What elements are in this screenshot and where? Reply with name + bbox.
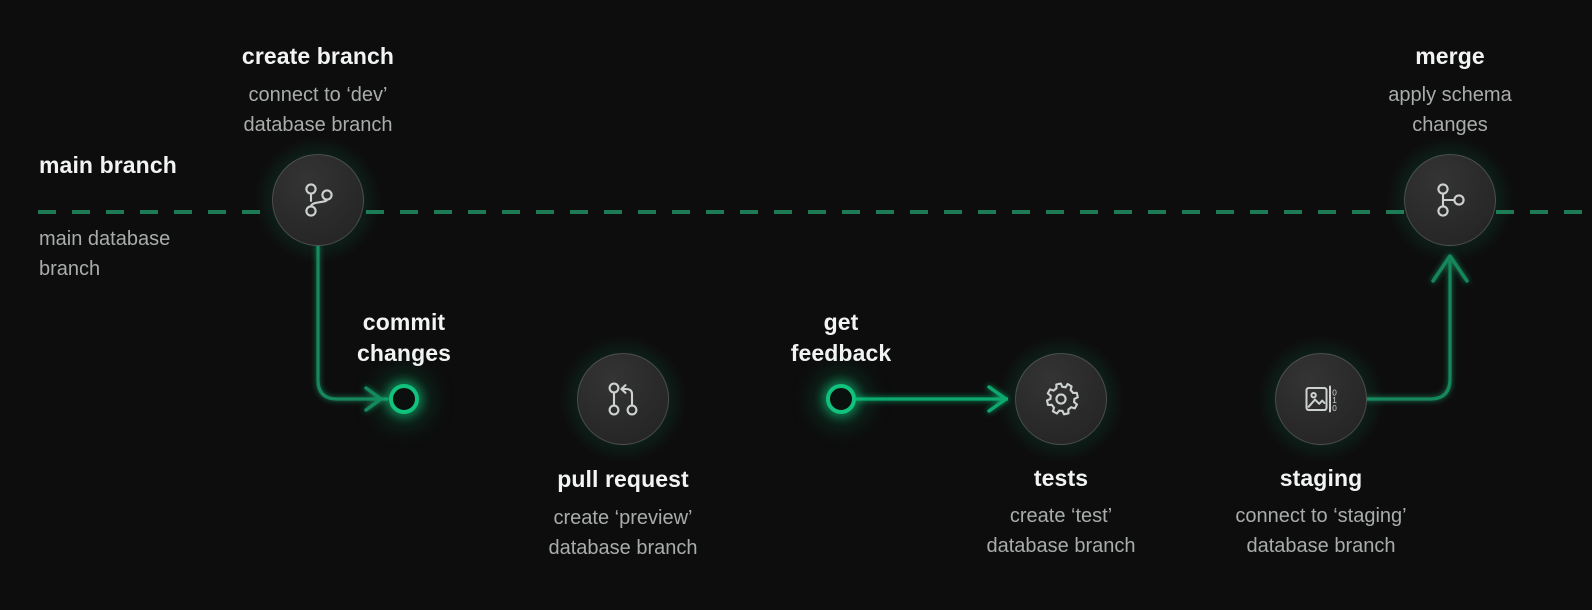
merge-subtitle-line1: apply schema: [1388, 84, 1512, 106]
gear-icon: [1038, 376, 1084, 422]
node-commit-changes[interactable]: [389, 384, 419, 414]
pull-request-circle[interactable]: [577, 353, 669, 445]
node-staging[interactable]: 0 1 0: [1275, 353, 1367, 445]
get-feedback-title-line1: get: [823, 309, 859, 335]
merge-title: merge: [1415, 43, 1485, 69]
get-feedback-title-line2: feedback: [790, 340, 892, 366]
flow-create-to-commit: [316, 244, 389, 412]
git-merge-icon: [1428, 178, 1472, 222]
svg-text:0: 0: [1332, 388, 1337, 397]
staging-subtitle-line2: database branch: [1246, 535, 1396, 557]
staging-subtitle-line1: connect to ‘staging’: [1235, 505, 1407, 527]
create-branch-subtitle-line2: database branch: [243, 114, 393, 136]
pull-request-subtitle-line2: database branch: [548, 537, 698, 559]
staging-title: staging: [1279, 465, 1363, 491]
main-database-branch-label-line2: branch: [39, 258, 101, 280]
merge-subtitle-line2: changes: [1412, 114, 1488, 136]
flow-feedback-to-tests: [856, 385, 1008, 413]
node-pull-request[interactable]: [577, 353, 669, 445]
pull-request-subtitle-line1: create ‘preview’: [553, 507, 693, 529]
flow-staging-to-merge: [1365, 254, 1469, 401]
tests-subtitle-line2: database branch: [986, 535, 1136, 557]
create-branch-subtitle-line1: connect to ‘dev’: [248, 84, 388, 106]
preview-image-binary-icon: 0 1 0: [1298, 376, 1344, 422]
git-branch-icon: [296, 178, 340, 222]
tests-circle[interactable]: [1015, 353, 1107, 445]
staging-circle[interactable]: 0 1 0: [1275, 353, 1367, 445]
git-pull-request-icon: [601, 377, 645, 421]
node-get-feedback[interactable]: [826, 384, 856, 414]
tests-subtitle-line1: create ‘test’: [1009, 505, 1113, 527]
svg-text:0: 0: [1332, 404, 1337, 413]
create-branch-circle[interactable]: [272, 154, 364, 246]
node-tests[interactable]: [1015, 353, 1107, 445]
create-branch-title: create branch: [241, 43, 395, 69]
node-merge[interactable]: [1404, 154, 1496, 246]
commit-changes-title-line2: changes: [356, 340, 452, 366]
main-branch-label: main branch: [39, 152, 177, 178]
commit-changes-title-line1: commit: [362, 309, 446, 335]
merge-circle[interactable]: [1404, 154, 1496, 246]
svg-text:1: 1: [1332, 396, 1337, 405]
main-database-branch-label-line1: main database: [39, 228, 171, 250]
pull-request-title: pull request: [557, 466, 689, 492]
node-create-branch[interactable]: [272, 154, 364, 246]
tests-title: tests: [1033, 465, 1089, 491]
